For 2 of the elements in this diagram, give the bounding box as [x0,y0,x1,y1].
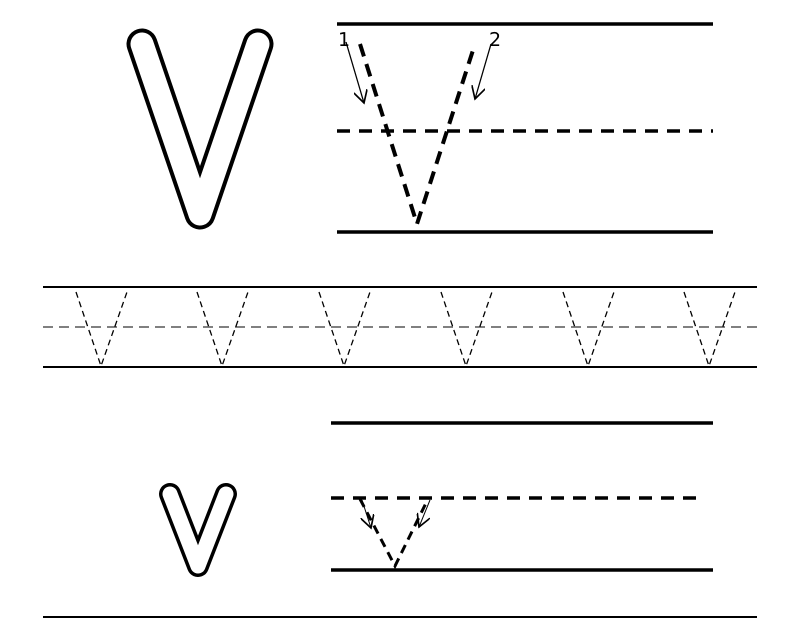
stroke-number: 1 [338,31,350,50]
stroke-number: 2 [489,31,502,50]
